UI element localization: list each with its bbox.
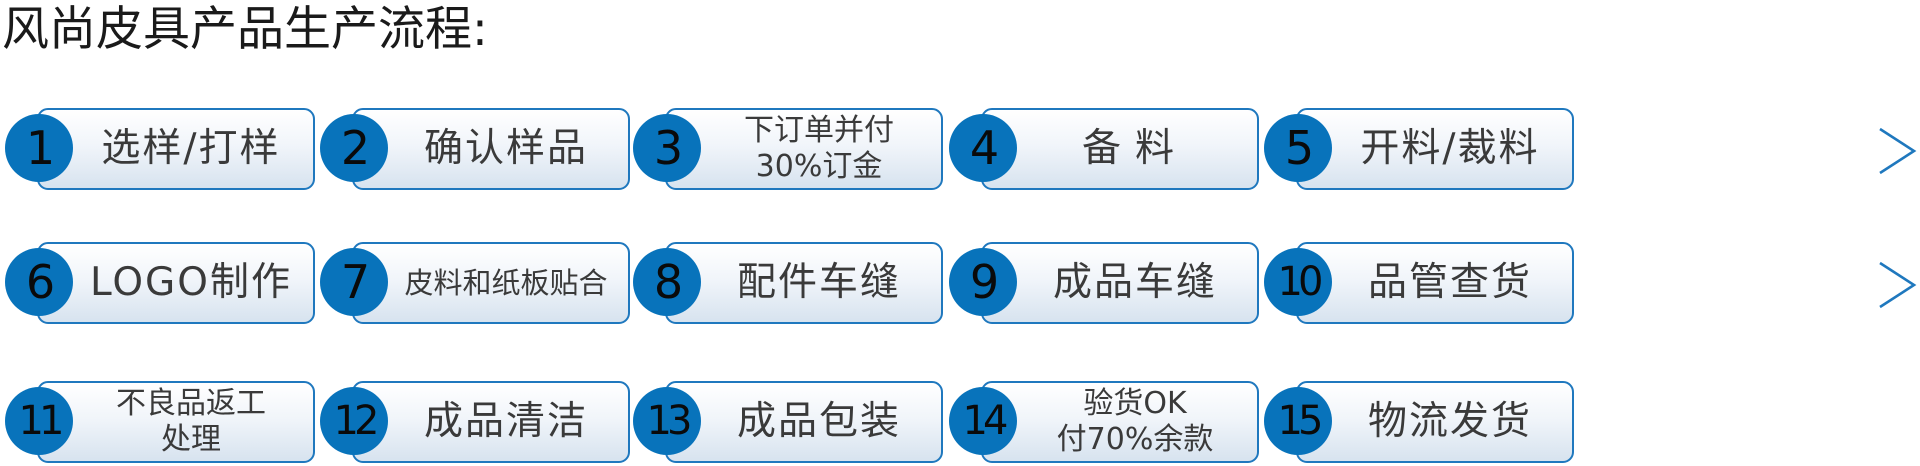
step-number-badge: 3 — [633, 114, 701, 182]
process-step-8: 配件车缝 8 — [633, 239, 945, 327]
step-number-badge: 13 — [633, 387, 701, 455]
step-box: 皮料和纸板贴合 — [352, 242, 630, 324]
step-box: 下订单并付 30%订金 — [665, 108, 943, 190]
step-box: 选样/打样 — [37, 108, 315, 190]
process-step-5: 开料/裁料 5 — [1264, 105, 1576, 193]
step-number-badge: 4 — [949, 114, 1017, 182]
step-number-badge: 14 — [949, 387, 1017, 455]
step-number-badge: 11 — [5, 387, 73, 455]
process-step-12: 成品清洁 12 — [320, 378, 632, 466]
step-number-badge: 9 — [949, 248, 1017, 316]
process-step-1: 选样/打样 1 — [5, 105, 317, 193]
step-box: 配件车缝 — [665, 242, 943, 324]
step-number-badge: 2 — [320, 114, 388, 182]
step-number-badge: 15 — [1264, 387, 1332, 455]
step-box: 物流发货 — [1296, 381, 1574, 463]
process-step-13: 成品包装 13 — [633, 378, 945, 466]
step-label: 开料/裁料 — [1360, 126, 1540, 171]
step-box: 开料/裁料 — [1296, 108, 1574, 190]
step-label: 备料 — [1081, 126, 1188, 171]
process-step-14: 验货OK 付70%余款 14 — [949, 378, 1261, 466]
step-label: 确认样品 — [423, 126, 588, 171]
step-label: 成品包装 — [736, 399, 901, 444]
step-label: 不良品返工 处理 — [116, 386, 266, 457]
process-step-4: 备料 4 — [949, 105, 1261, 193]
step-label: 选样/打样 — [101, 126, 281, 171]
step-label: 配件车缝 — [736, 260, 901, 305]
step-box: 确认样品 — [352, 108, 630, 190]
process-step-6: LOGO制作 6 — [5, 239, 317, 327]
process-step-2: 确认样品 2 — [320, 105, 632, 193]
process-step-9: 成品车缝 9 — [949, 239, 1261, 327]
step-box: 品管查货 — [1296, 242, 1574, 324]
step-label: 成品清洁 — [423, 399, 588, 444]
step-box: 成品清洁 — [352, 381, 630, 463]
step-number-badge: 1 — [5, 114, 73, 182]
step-box: 成品车缝 — [981, 242, 1259, 324]
process-step-3: 下订单并付 30%订金 3 — [633, 105, 945, 193]
step-box: 成品包装 — [665, 381, 943, 463]
step-label: 验货OK 付70%余款 — [1056, 386, 1214, 457]
process-step-7: 皮料和纸板贴合 7 — [320, 239, 632, 327]
step-label: 品管查货 — [1367, 260, 1532, 305]
step-label: 成品车缝 — [1052, 260, 1217, 305]
step-label: 物流发货 — [1367, 399, 1532, 444]
process-step-11: 不良品返工 处理 11 — [5, 378, 317, 466]
process-step-10: 品管查货 10 — [1264, 239, 1576, 327]
step-number-badge: 7 — [320, 248, 388, 316]
chevron-right-icon — [1876, 125, 1920, 177]
step-number-badge: 5 — [1264, 114, 1332, 182]
process-step-15: 物流发货 15 — [1264, 378, 1576, 466]
page-title: 风尚皮具产品生产流程: — [2, 2, 488, 57]
step-number-badge: 8 — [633, 248, 701, 316]
chevron-right-icon — [1876, 259, 1920, 311]
step-box: 不良品返工 处理 — [37, 381, 315, 463]
step-box: 备料 — [981, 108, 1259, 190]
step-number-badge: 12 — [320, 387, 388, 455]
step-label: LOGO制作 — [90, 260, 292, 305]
step-box: 验货OK 付70%余款 — [981, 381, 1259, 463]
step-number-badge: 6 — [5, 248, 73, 316]
step-box: LOGO制作 — [37, 242, 315, 324]
step-label: 皮料和纸板贴合 — [404, 265, 608, 300]
step-label: 下订单并付 30%订金 — [744, 113, 894, 184]
step-number-badge: 10 — [1264, 248, 1332, 316]
